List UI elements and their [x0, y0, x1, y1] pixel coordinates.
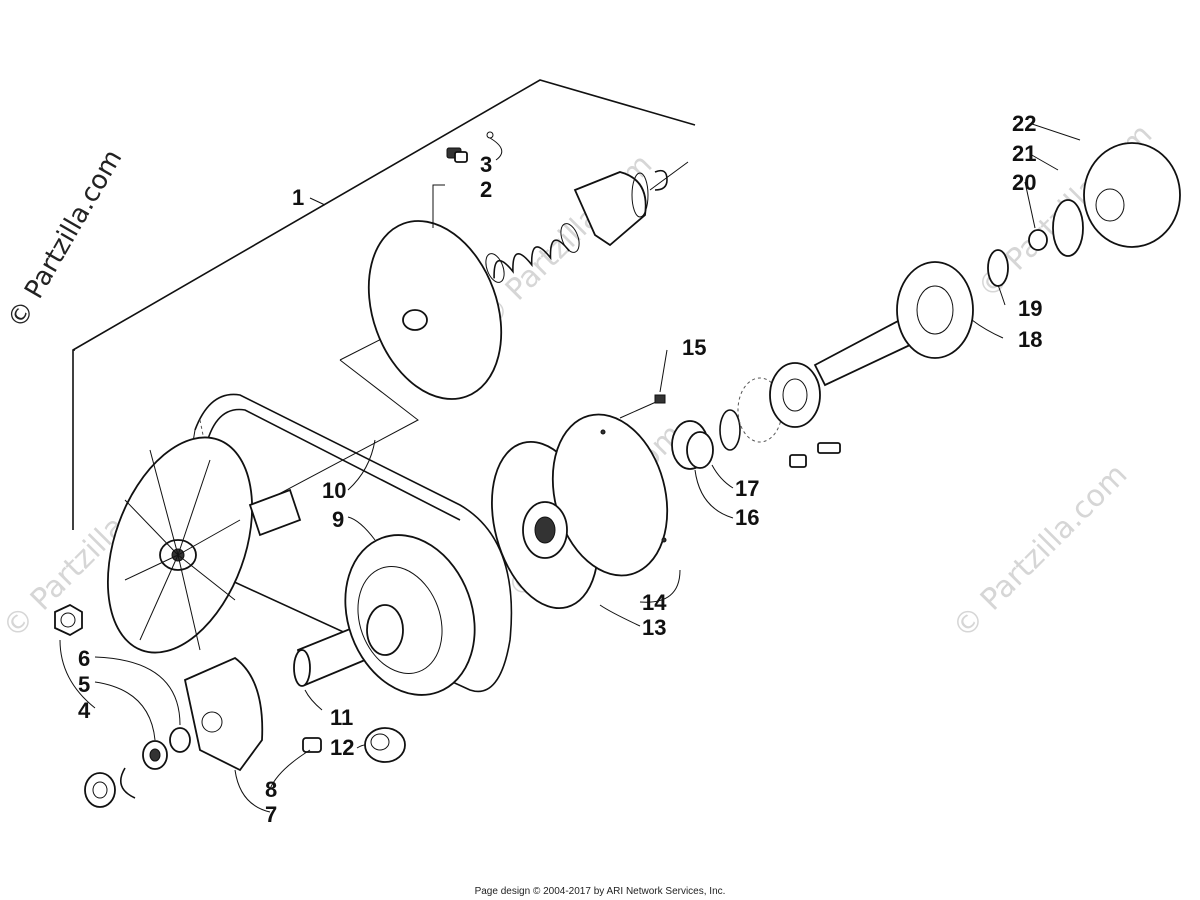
callout-9[interactable]: 9	[332, 507, 344, 532]
washer-bushing	[142, 727, 191, 770]
clutch-weight	[183, 656, 264, 772]
callout-7[interactable]: 7	[265, 802, 277, 827]
callout-3[interactable]: 3	[480, 152, 492, 177]
callout-10[interactable]: 10	[322, 478, 346, 503]
callout-2[interactable]: 2	[480, 177, 492, 202]
lower-left-bearing	[84, 767, 136, 808]
snap-ring	[654, 169, 668, 191]
callout-17[interactable]: 17	[735, 476, 759, 501]
shafts	[248, 488, 366, 687]
nut	[54, 603, 83, 637]
clutch-spring	[485, 223, 580, 283]
callout-5[interactable]: 5	[78, 672, 90, 697]
main-bearing	[737, 362, 821, 443]
callout-18[interactable]: 18	[1018, 327, 1042, 352]
output-shaft	[813, 261, 974, 387]
movable-sheave	[367, 184, 503, 400]
callout-4[interactable]: 4	[78, 698, 91, 723]
callout-12[interactable]: 12	[330, 735, 354, 760]
footer-copyright: Page design © 2004-2017 by ARI Network S…	[474, 886, 726, 897]
callout-16[interactable]: 16	[735, 505, 759, 530]
watermark-left: © Partzilla.com	[2, 145, 128, 334]
bearing-16-17	[671, 409, 741, 470]
assembly-bracket	[72, 79, 696, 530]
callout-20[interactable]: 20	[1012, 170, 1036, 195]
callout-6[interactable]: 6	[78, 646, 90, 671]
callout-1[interactable]: 1	[292, 185, 304, 210]
callout-8[interactable]: 8	[265, 777, 277, 802]
leader-lines	[59, 123, 1081, 813]
callout-21[interactable]: 21	[1012, 141, 1036, 166]
spider-assembly	[344, 534, 476, 696]
callouts: 1 2 3 4 5 6 7 8 9 10 11 12 13 14 15 16 1…	[78, 111, 1042, 827]
driven-clutch	[491, 413, 669, 610]
bolt-15	[654, 394, 666, 404]
callout-19[interactable]: 19	[1018, 296, 1042, 321]
callout-22[interactable]: 22	[1012, 111, 1036, 136]
fixed-sheave	[107, 436, 253, 654]
callout-15[interactable]: 15	[682, 335, 706, 360]
callout-11[interactable]: 11	[330, 705, 353, 730]
callout-14[interactable]: 14	[642, 590, 667, 615]
clutch-cam	[573, 171, 649, 247]
upper-right-assembly	[1028, 142, 1181, 257]
ring-19	[987, 249, 1009, 287]
callout-13[interactable]: 13	[642, 615, 666, 640]
watermark-right: © Partzilla.com	[946, 457, 1134, 645]
bolt-and-nut	[789, 442, 841, 468]
small-parts-2-3	[446, 131, 503, 163]
